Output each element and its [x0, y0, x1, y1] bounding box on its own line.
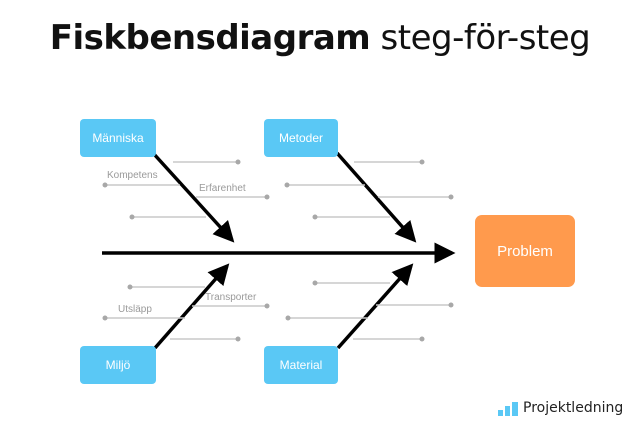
brand-name: Projektledning [523, 400, 624, 416]
subcause-lines-upper-right [284, 159, 454, 220]
subcause-label-kompetens: Kompetens [107, 170, 158, 181]
category-metoder: Metoder [264, 119, 338, 157]
bone-miljo-arrow [153, 263, 230, 350]
bone-material-arrow [336, 263, 414, 350]
subcause-label-utslapp: Utsläpp [118, 304, 152, 315]
page-title: Fiskbensdiagram steg-för-steg [0, 18, 640, 58]
subcause-label-transporter: Transporter [205, 292, 257, 303]
problem-box: Problem [475, 215, 575, 287]
title-rest: steg-för-steg [380, 18, 591, 58]
subcause-lines-lower-left [102, 284, 270, 342]
subcause-lines-upper-left [102, 159, 270, 220]
bone-metoder-arrow [335, 151, 417, 243]
category-material: Material [264, 346, 338, 384]
category-miljo: Miljö [80, 346, 156, 384]
bone-manniska-arrow [151, 151, 235, 243]
subcause-lines-lower-right [285, 280, 454, 342]
brand-logo: Projektledning [498, 398, 623, 418]
title-bold: Fiskbensdiagram [49, 18, 371, 58]
subcause-label-erfarenhet: Erfarenhet [199, 183, 246, 194]
bar-chart-icon [498, 402, 518, 416]
category-manniska: Människa [80, 119, 156, 157]
